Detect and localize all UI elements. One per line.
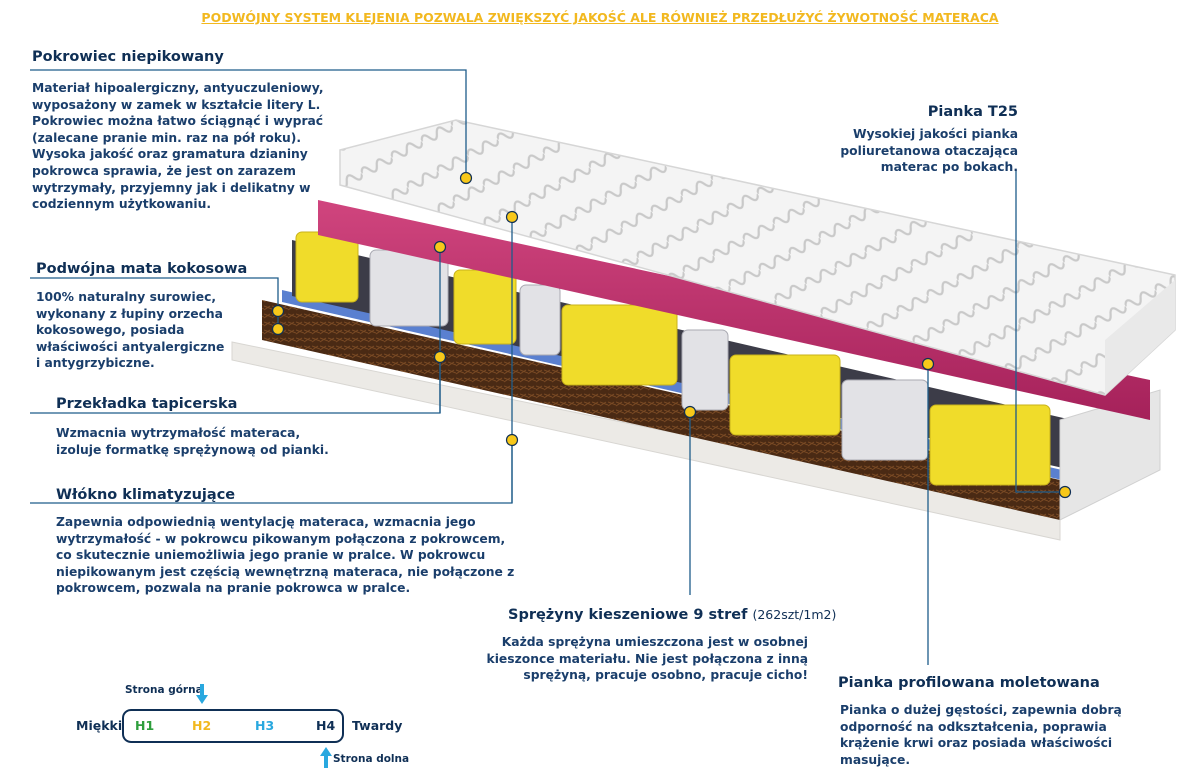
firmness-scale-box xyxy=(122,709,344,743)
spacer-description: Wzmacnia wytrzymałość materaca,izoluje f… xyxy=(56,426,329,457)
coconut-title: Podwójna mata kokosowa xyxy=(36,261,248,277)
scale-level-h4: H4 xyxy=(316,718,336,733)
springs-description: Każda sprężyna umieszczona jest w osobne… xyxy=(486,635,808,683)
cover-title: Pokrowiec niepikowany xyxy=(32,49,224,65)
callout-dots xyxy=(271,171,1072,499)
scale-soft: Miękki xyxy=(76,718,123,733)
foam-t25-title: Pianka T25 xyxy=(927,104,1018,120)
fiber-title: Włókno klimatyzujące xyxy=(56,487,236,503)
springs-title: Sprężyny kieszeniowe 9 stref (262szt/1m2… xyxy=(508,607,837,623)
leader-lines xyxy=(30,69,1065,665)
springs-density: (262szt/1m2) xyxy=(752,607,837,622)
scale-bottom-label: Strona dolna xyxy=(333,753,410,765)
scale-level-h2: H2 xyxy=(192,718,212,733)
arrow-down-icon xyxy=(196,684,208,704)
profiled-foam-title: Pianka profilowana moletowana xyxy=(838,675,1100,691)
scale-level-h3: H3 xyxy=(255,718,275,733)
cover-description: Materiał hipoalergiczny, antyuczuleniowy… xyxy=(32,81,324,212)
scale-hard: Twardy xyxy=(352,718,403,733)
headline: PODWÓJNY SYSTEM KLEJENIA POZWALA ZWIĘKSZ… xyxy=(201,10,999,25)
scale-top-label: Strona górna xyxy=(125,684,203,696)
coconut-description: 100% naturalny surowiec,wykonany z łupin… xyxy=(36,290,225,371)
springs-group xyxy=(295,231,1051,486)
scale-level-h1: H1 xyxy=(135,718,155,733)
fiber-description: Zapewnia odpowiednią wentylację materaca… xyxy=(56,515,515,596)
spacer-title: Przekładka tapicerska xyxy=(56,396,238,412)
arrow-up-icon xyxy=(320,747,332,768)
